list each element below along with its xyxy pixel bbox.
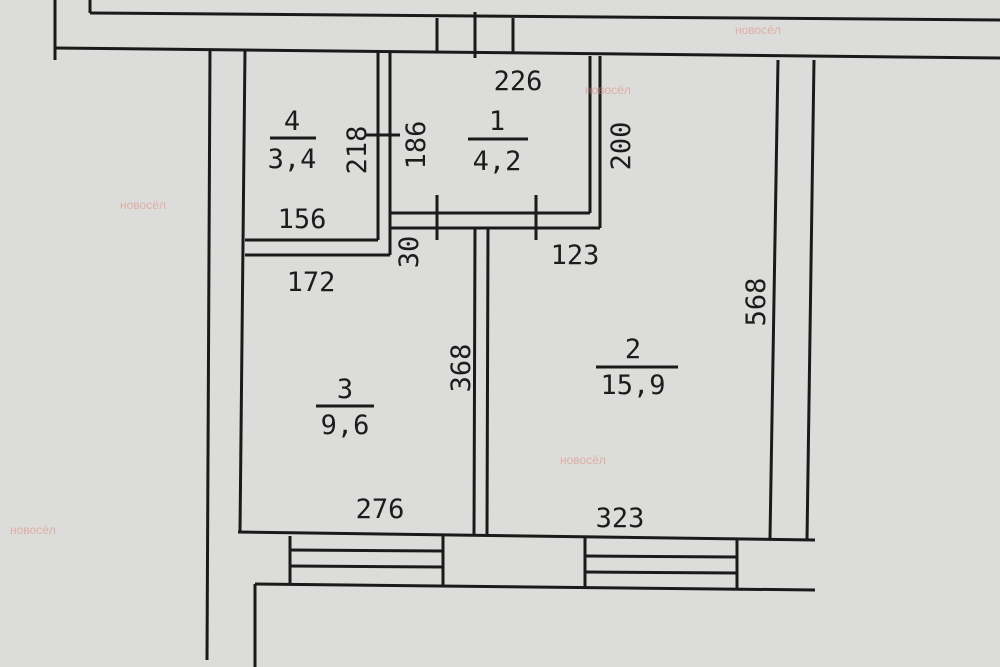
room-number: 1 <box>489 106 505 137</box>
watermarks: новосёл новосёл новосёл новосёл новосёл <box>10 23 781 537</box>
dim-323: 323 <box>596 503 645 534</box>
dim-276: 276 <box>356 494 405 525</box>
dim-156: 156 <box>278 204 327 235</box>
watermark-logo: новосёл <box>735 23 781 37</box>
watermark-logo: новосёл <box>585 83 631 97</box>
dim-172: 172 <box>287 267 336 298</box>
room-area: 9,6 <box>321 410 370 441</box>
room-3-label: 3 9,6 <box>316 374 374 441</box>
dim-200: 200 <box>606 122 637 171</box>
room-number: 2 <box>625 334 641 365</box>
walls <box>53 0 1000 667</box>
room-area: 15,9 <box>600 370 665 401</box>
room-area: 3,4 <box>268 144 317 175</box>
dim-30: 30 <box>394 236 425 269</box>
watermark-logo: новосёл <box>10 523 56 537</box>
room-2-label: 2 15,9 <box>596 334 678 401</box>
dim-226: 226 <box>494 66 543 97</box>
room-4-label: 4 3,4 <box>268 106 317 175</box>
dim-123: 123 <box>551 240 600 271</box>
watermark-logo: новосёл <box>120 198 166 212</box>
dim-186: 186 <box>401 121 432 170</box>
watermark-logo: новосёл <box>560 453 606 467</box>
dim-568: 568 <box>741 278 772 327</box>
dim-218: 218 <box>342 126 373 175</box>
dim-368: 368 <box>446 344 477 393</box>
room-number: 4 <box>284 106 300 137</box>
dimensions: 226 218 186 200 156 30 123 172 568 368 2… <box>278 66 772 534</box>
room-1-label: 1 4,2 <box>468 106 528 177</box>
room-area: 4,2 <box>473 146 522 177</box>
room-number: 3 <box>337 374 353 405</box>
